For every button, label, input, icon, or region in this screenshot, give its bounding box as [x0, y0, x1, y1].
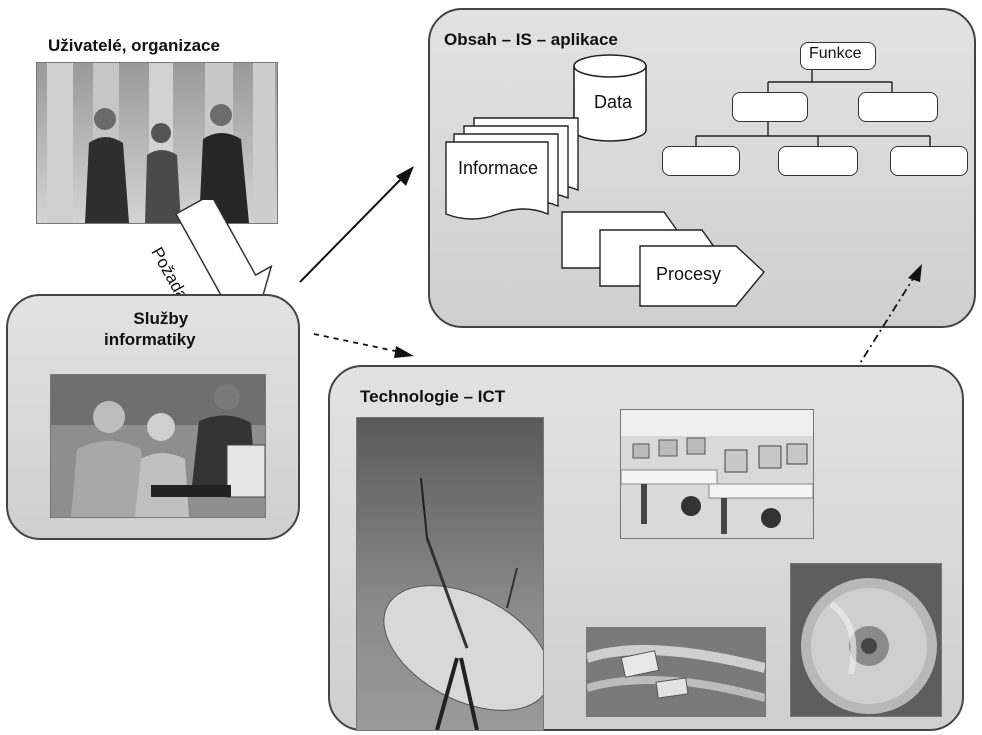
function-root-box: Funkce	[800, 42, 876, 70]
content-panel: Obsah – IS – aplikace Data Informace Fun…	[428, 8, 976, 328]
users-title: Uživatelé, organizace	[48, 36, 220, 55]
services-photo	[50, 374, 266, 518]
function-box-l3-1	[662, 146, 740, 176]
content-title: Obsah – IS – aplikace	[444, 30, 618, 49]
services-title-line1: Služby	[133, 309, 189, 328]
function-box-l2-right	[858, 92, 938, 122]
services-panel: Služby informatiky	[6, 294, 300, 540]
function-box-l3-3	[890, 146, 968, 176]
function-tree-lines	[695, 68, 931, 146]
information-documents	[445, 117, 579, 220]
technology-panel: Technologie – ICT	[328, 365, 964, 731]
services-title: Služby informatiky	[104, 308, 196, 350]
cd-disc-photo	[790, 563, 942, 717]
function-box-l3-2	[778, 146, 858, 176]
arrow-to-technology	[313, 333, 414, 358]
function-label: Funkce	[809, 45, 862, 62]
services-title-line2: informatiky	[104, 330, 196, 349]
data-label: Data	[594, 92, 633, 112]
satellite-dish-photo	[356, 417, 544, 731]
computer-lab-photo	[620, 409, 814, 539]
process-chevrons	[561, 211, 765, 307]
information-label: Informace	[458, 158, 539, 178]
process-label: Procesy	[656, 264, 722, 284]
function-box-l2-left	[732, 92, 808, 122]
network-cable-photo	[586, 627, 766, 717]
arrow-to-content	[299, 166, 414, 283]
technology-title: Technologie – ICT	[360, 387, 506, 406]
